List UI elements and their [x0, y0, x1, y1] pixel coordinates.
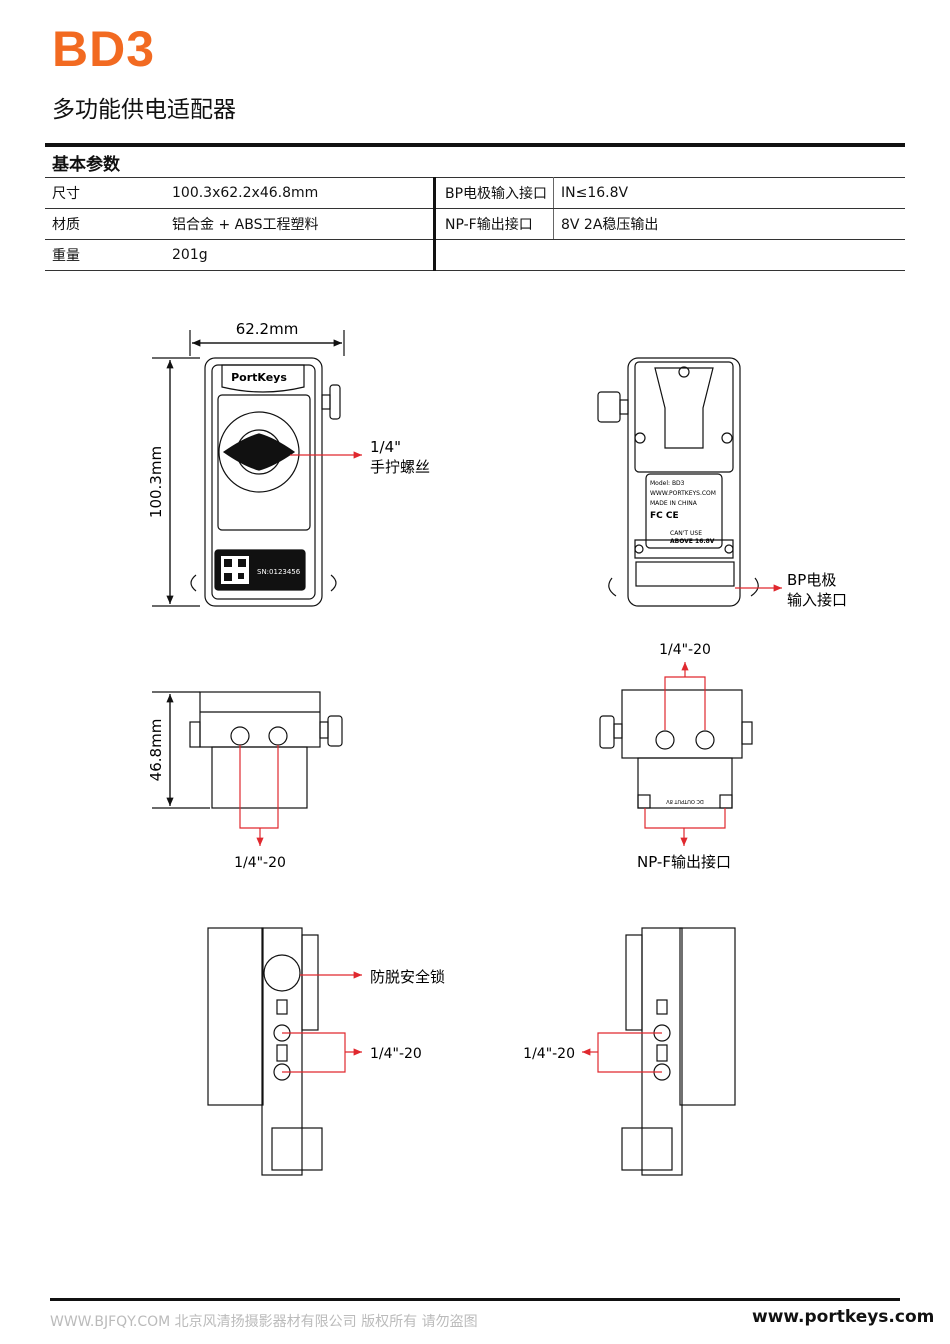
back-view: [597, 357, 759, 607]
product-subtitle: 多功能供电适配器: [52, 97, 236, 123]
table-row: 材质 铝合金 + ABS工程塑料 NP-F输出接口 8V 2A稳压输出: [45, 208, 905, 240]
bp-label: 输入接口: [787, 591, 847, 609]
website-link[interactable]: www.portkeys.com: [752, 1307, 935, 1327]
divider: [45, 143, 905, 147]
thread-label: 1/4"-20: [523, 1046, 575, 1062]
spec-value: 铝合金 + ABS工程塑料: [165, 208, 436, 240]
thread-label: 1/4"-20: [659, 642, 711, 658]
top-view-right: [599, 689, 753, 809]
section-title: 基本参数: [52, 155, 120, 175]
spec-label: 重量: [45, 239, 165, 271]
thread-label: 1/4"-20: [234, 855, 286, 871]
top-view-left: [152, 691, 343, 809]
height-dimension: 100.3mm: [147, 446, 165, 518]
serial-number: SN:0123456: [257, 568, 301, 576]
screw-label-cn: 手拧螺丝: [370, 458, 430, 476]
brand-logo: PortKeys: [231, 371, 287, 384]
warning-text: CAN'T USE: [670, 530, 702, 537]
spec-table: 尺寸 100.3x62.2x46.8mm BP电极输入接口 IN≤16.8V 材…: [45, 177, 905, 271]
spec-label: BP电极输入接口: [434, 177, 554, 209]
cert-marks: FC CE: [650, 511, 679, 521]
spec-value: 201g: [165, 239, 436, 271]
made-text: MADE IN CHINA: [650, 500, 698, 507]
warning-text: ABOVE 16.8V: [670, 538, 715, 545]
spec-value: 8V 2A稳压输出: [553, 208, 905, 240]
site-text: WWW.PORTKEYS.COM: [650, 490, 716, 497]
depth-dimension: 46.8mm: [147, 719, 165, 782]
bp-label: BP电极: [787, 571, 836, 589]
spec-value: [553, 239, 905, 271]
front-view: [152, 330, 345, 607]
technical-drawings: 62.2mm 100.3mm 46.8mm PortKeys SN:012345…: [147, 320, 847, 1176]
footer-divider: [50, 1298, 900, 1301]
side-view-left: [207, 927, 323, 1176]
side-view-right: [621, 927, 736, 1176]
table-row: 尺寸 100.3x62.2x46.8mm BP电极输入接口 IN≤16.8V: [45, 177, 905, 209]
spec-label: [434, 239, 554, 271]
model-text: Model: BD3: [650, 480, 685, 487]
npf-label: NP-F输出接口: [637, 853, 731, 871]
spec-value: 100.3x62.2x46.8mm: [165, 177, 436, 209]
lock-label: 防脱安全锁: [370, 968, 445, 986]
spec-value: IN≤16.8V: [553, 177, 905, 209]
table-row: 重量 201g: [45, 239, 905, 271]
spec-label: 尺寸: [45, 177, 165, 209]
watermark: WWW.BJFQY.COM 北京风清扬摄影器材有限公司 版权所有 请勿盗图: [50, 1314, 478, 1330]
screw-label: 1/4": [370, 438, 401, 456]
width-dimension: 62.2mm: [236, 320, 299, 338]
annotation-lines: [239, 451, 782, 1073]
spec-label: NP-F输出接口: [434, 208, 554, 240]
thread-label: 1/4"-20: [370, 1046, 422, 1062]
product-title: BD3: [52, 21, 156, 77]
dc-output-label: DC OUTPUT 8V: [666, 798, 704, 804]
